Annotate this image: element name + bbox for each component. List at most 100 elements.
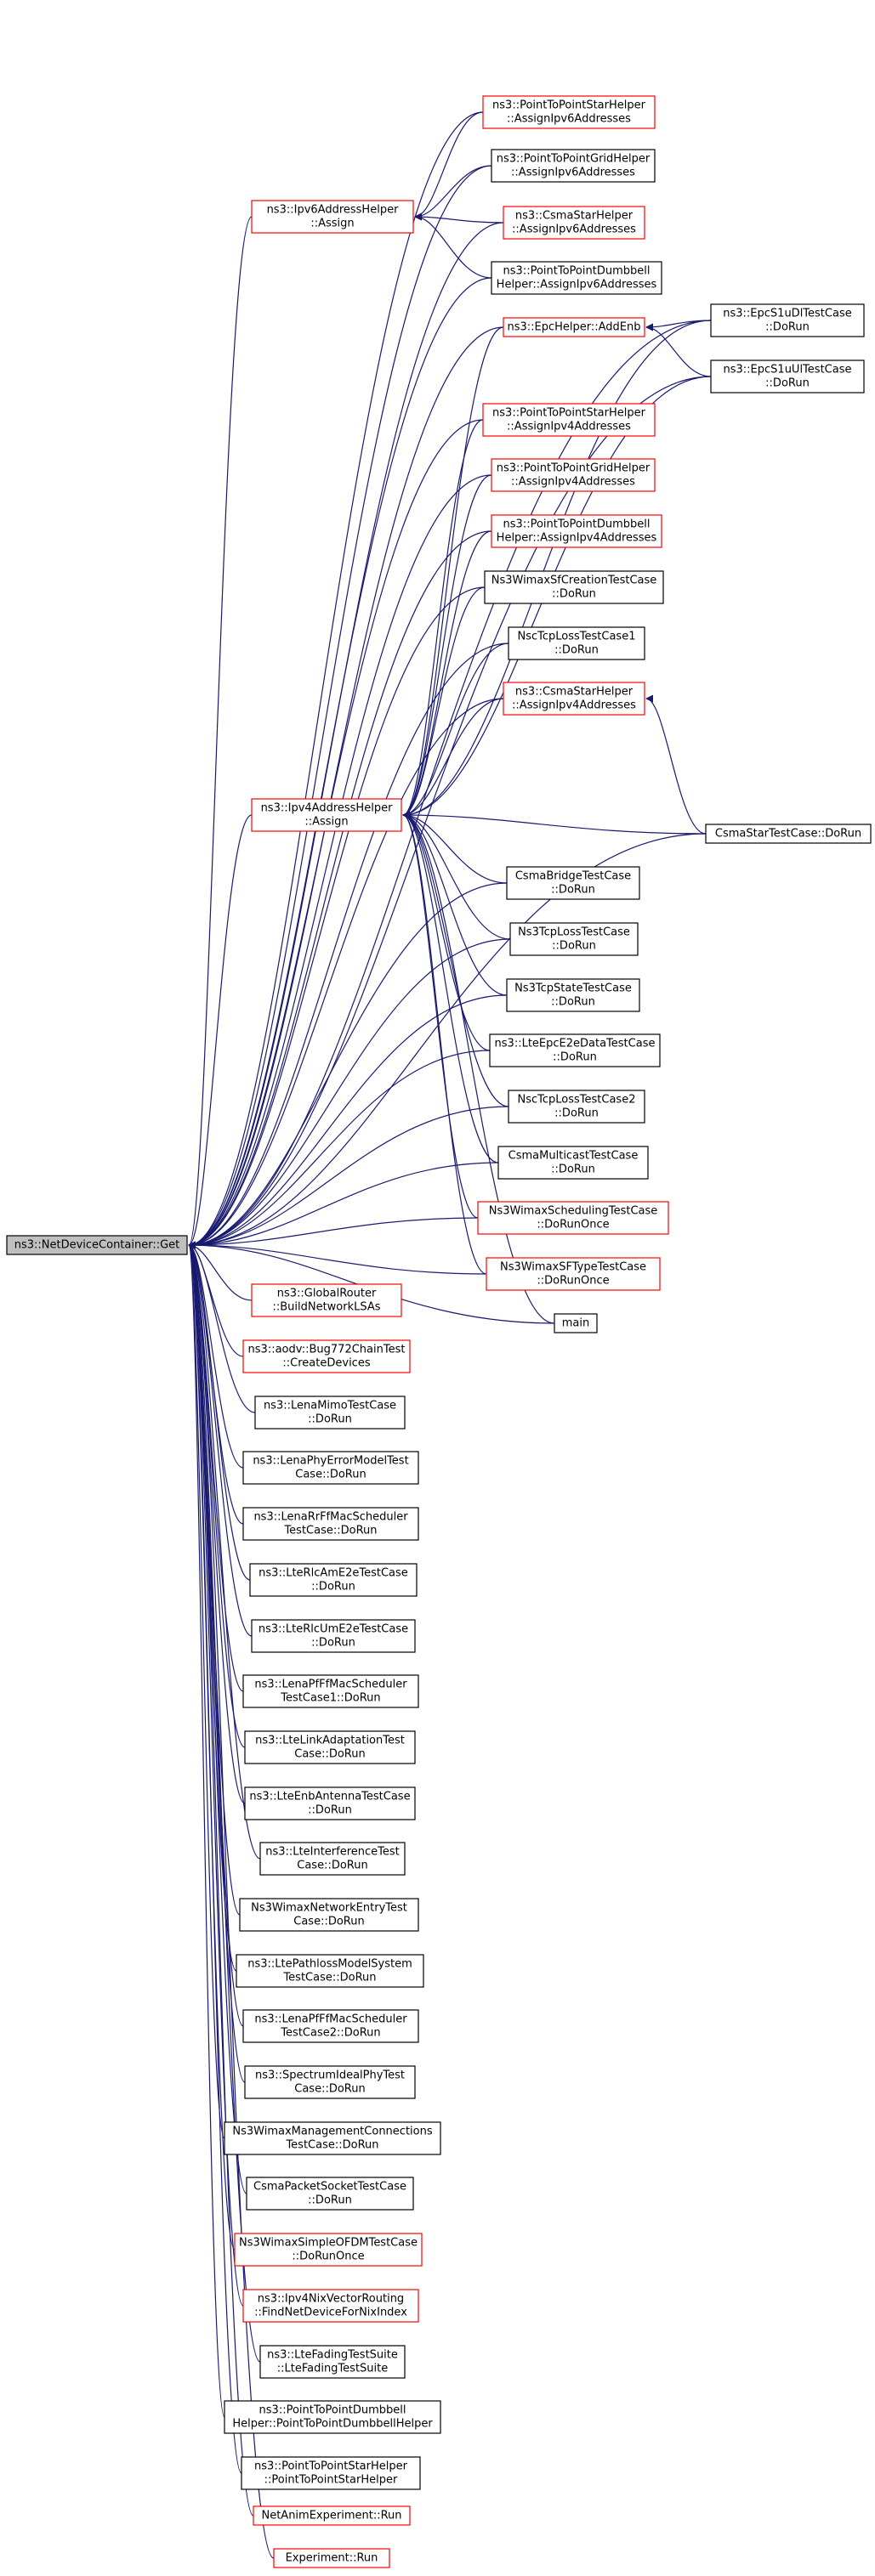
node-csmastar_v4[interactable]: ns3::CsmaStarHelper::AssignIpv4Addresses — [503, 682, 645, 716]
node-label: ns3::PointToPointDumbbell — [503, 265, 651, 278]
node-lenapfff2[interactable]: ns3::LenaPfFfMacSchedulerTestCase2::DoRu… — [242, 2009, 419, 2043]
node-box — [503, 317, 645, 337]
node-label: Ns3WimaxSimpleOFDMTestCase — [239, 2237, 418, 2250]
node-label: ns3::aodv::Bug772ChainTest — [248, 1344, 406, 1356]
node-p2pstar_v6[interactable]: ns3::PointToPointStarHelper::AssignIpv6A… — [482, 95, 656, 129]
node-label: Helper::AssignIpv4Addresses — [497, 532, 657, 545]
node-csmastartest[interactable]: CsmaStarTestCase::DoRun — [705, 824, 872, 844]
node-box — [236, 1954, 424, 1988]
node-wimaxsftype[interactable]: Ns3WimaxSFTypeTestCase::DoRunOnce — [486, 1257, 661, 1291]
node-label: ::DoRun — [551, 1163, 595, 1176]
node-label: CsmaPacketSocketTestCase — [253, 2181, 406, 2194]
edge-lteepce2e-to-root — [188, 1050, 491, 1249]
node-lenamimo[interactable]: ns3::LenaMimoTestCase::DoRun — [254, 1396, 406, 1430]
edge-csmastar_v4-to-root — [188, 698, 504, 1249]
node-p2pdumbctor[interactable]: ns3::PointToPointDumbbellHelper::PointTo… — [224, 2400, 441, 2434]
node-ltercam[interactable]: ns3::LteRlcAmE2eTestCase::DoRun — [249, 1563, 418, 1597]
node-label: ::Assign — [304, 816, 348, 829]
node-csmamulticast[interactable]: CsmaMulticastTestCase::DoRun — [497, 1146, 649, 1180]
node-lenapfff1[interactable]: ns3::LenaPfFfMacSchedulerTestCase1::DoRu… — [242, 1674, 419, 1708]
node-label: ::BuildNetworkLSAs — [272, 1301, 380, 1314]
edge-netanim-to-root — [188, 1241, 254, 2517]
node-p2pstarctor[interactable]: ns3::PointToPointStarHelper::PointToPoin… — [241, 2456, 421, 2490]
node-epcaddenb[interactable]: ns3::EpcHelper::AddEnb — [503, 317, 645, 337]
node-box — [710, 360, 865, 393]
node-lteepce2e[interactable]: ns3::LteEpcE2eDataTestCase::DoRun — [489, 1033, 661, 1067]
node-label: ns3::PointToPointStarHelper — [492, 99, 646, 112]
node-globalrouter[interactable]: ns3::GlobalRouter::BuildNetworkLSAs — [251, 1283, 402, 1317]
node-label: Case::DoRun — [293, 1916, 364, 1928]
node-box — [254, 1396, 406, 1430]
node-epcs1udl[interactable]: ns3::EpcS1uDlTestCase::DoRun — [710, 303, 865, 337]
node-p2pgrid_v6[interactable]: ns3::PointToPointGridHelper::AssignIpv6A… — [491, 149, 656, 183]
node-box — [239, 1898, 419, 1932]
edge-nsctcp2-to-ipv4assign — [402, 811, 509, 1107]
node-lteenbant[interactable]: ns3::LteEnbAntennaTestCase::DoRun — [244, 1786, 416, 1820]
edge-p2pstar_v6-to-root — [188, 111, 484, 1249]
node-p2pgrid_v4[interactable]: ns3::PointToPointGridHelper::AssignIpv4A… — [491, 458, 656, 492]
edge-wimaxsched-to-ipv4assign — [402, 811, 479, 1219]
node-label: ::DoRun — [552, 588, 596, 601]
node-csmabridge[interactable]: CsmaBridgeTestCase::DoRun — [506, 866, 640, 900]
node-label: ns3::CsmaStarHelper — [515, 686, 634, 699]
node-box — [497, 1146, 649, 1180]
node-ns3tcploss[interactable]: Ns3TcpLossTestCase::DoRun — [509, 922, 639, 956]
node-main[interactable]: main — [554, 1313, 598, 1333]
edge-wimaxsfcreate-to-ipv4assign — [402, 586, 486, 819]
node-ltercum[interactable]: ns3::LteRlcUmE2eTestCase::DoRun — [251, 1619, 416, 1653]
edge-ltercum-to-root — [188, 1241, 253, 1637]
node-label: ns3::EpcS1uUlTestCase — [724, 364, 852, 376]
node-box — [484, 570, 664, 604]
node-label: ns3::LteFadingTestSuite — [267, 2349, 398, 2362]
node-ipv6assign[interactable]: ns3::Ipv6AddressHelper::Assign — [251, 200, 414, 234]
edge-lenaphyerr-to-root — [188, 1241, 244, 1469]
node-box — [242, 1674, 419, 1708]
edge-csmamulticast-to-ipv4assign — [402, 811, 499, 1163]
node-csmastar_v6[interactable]: ns3::CsmaStarHelper::AssignIpv6Addresses — [503, 206, 645, 240]
node-box — [506, 978, 640, 1012]
node-ipv4assign[interactable]: ns3::Ipv4AddressHelper::Assign — [251, 798, 402, 832]
node-label: ::AssignIpv4Addresses — [511, 476, 635, 489]
edge-lteepce2e-to-ipv4assign — [402, 811, 491, 1051]
node-label: ns3::LenaPfFfMacScheduler — [254, 2013, 407, 2026]
node-experiment[interactable]: Experiment::Run — [273, 2548, 390, 2568]
node-nsctcp1[interactable]: NscTcpLossTestCase1::DoRun — [508, 626, 645, 660]
node-ltefading[interactable]: ns3::LteFadingTestSuite::LteFadingTestSu… — [259, 2345, 406, 2379]
node-ns3tcpstate[interactable]: Ns3TcpStateTestCase::DoRun — [506, 978, 640, 1012]
node-wimaxsched[interactable]: Ns3WimaxSchedulingTestCase::DoRunOnce — [477, 1201, 669, 1235]
node-label: ::DoRun — [552, 940, 596, 953]
node-box — [554, 1313, 598, 1333]
node-nsctcp2[interactable]: NscTcpLossTestCase2::DoRun — [508, 1090, 645, 1124]
node-label: ns3::EpcHelper::AddEnb — [507, 321, 640, 334]
node-label: ns3::Ipv6AddressHelper — [267, 204, 400, 217]
node-ipv4nix[interactable]: ns3::Ipv4NixVectorRouting::FindNetDevice… — [242, 2289, 419, 2323]
node-p2pdumb_v6[interactable]: ns3::PointToPointDumbbellHelper::AssignI… — [491, 261, 662, 295]
node-wimaxsfcreate[interactable]: Ns3WimaxSfCreationTestCase::DoRun — [484, 570, 664, 604]
node-csmapacket[interactable]: CsmaPacketSocketTestCase::DoRun — [246, 2177, 414, 2211]
edge-csmastar_v6-to-ipv6assign — [414, 212, 504, 224]
node-label: ns3::LteEpcE2eDataTestCase — [495, 1038, 656, 1050]
node-label: Ns3WimaxSFTypeTestCase — [500, 1261, 646, 1274]
node-wimaxsimple[interactable]: Ns3WimaxSimpleOFDMTestCase::DoRunOnce — [234, 2233, 423, 2267]
node-aodvbug[interactable]: ns3::aodv::Bug772ChainTest::CreateDevice… — [242, 1339, 411, 1373]
node-label: ::Assign — [310, 218, 354, 230]
node-label: ::DoRun — [553, 1051, 597, 1064]
node-p2pstar_v4[interactable]: ns3::PointToPointStarHelper::AssignIpv4A… — [482, 403, 656, 437]
node-label: ns3::LenaPfFfMacScheduler — [254, 1679, 407, 1691]
node-wimaxmgmt[interactable]: Ns3WimaxManagementConnectionsTestCase::D… — [224, 2121, 441, 2155]
node-box — [705, 824, 872, 844]
node-label: ns3::LenaMimoTestCase — [264, 1400, 396, 1413]
node-epcs1uul[interactable]: ns3::EpcS1uUlTestCase::DoRun — [710, 360, 865, 393]
node-box — [251, 1619, 416, 1653]
node-ltepathloss[interactable]: ns3::LtePathlossModelSystemTestCase::DoR… — [236, 1954, 424, 1988]
node-p2pdumb_v4[interactable]: ns3::PointToPointDumbbellHelper::AssignI… — [491, 514, 662, 548]
node-netanim[interactable]: NetAnimExperiment::Run — [253, 2505, 411, 2526]
node-label: ns3::LteRlcUmE2eTestCase — [259, 1623, 408, 1636]
